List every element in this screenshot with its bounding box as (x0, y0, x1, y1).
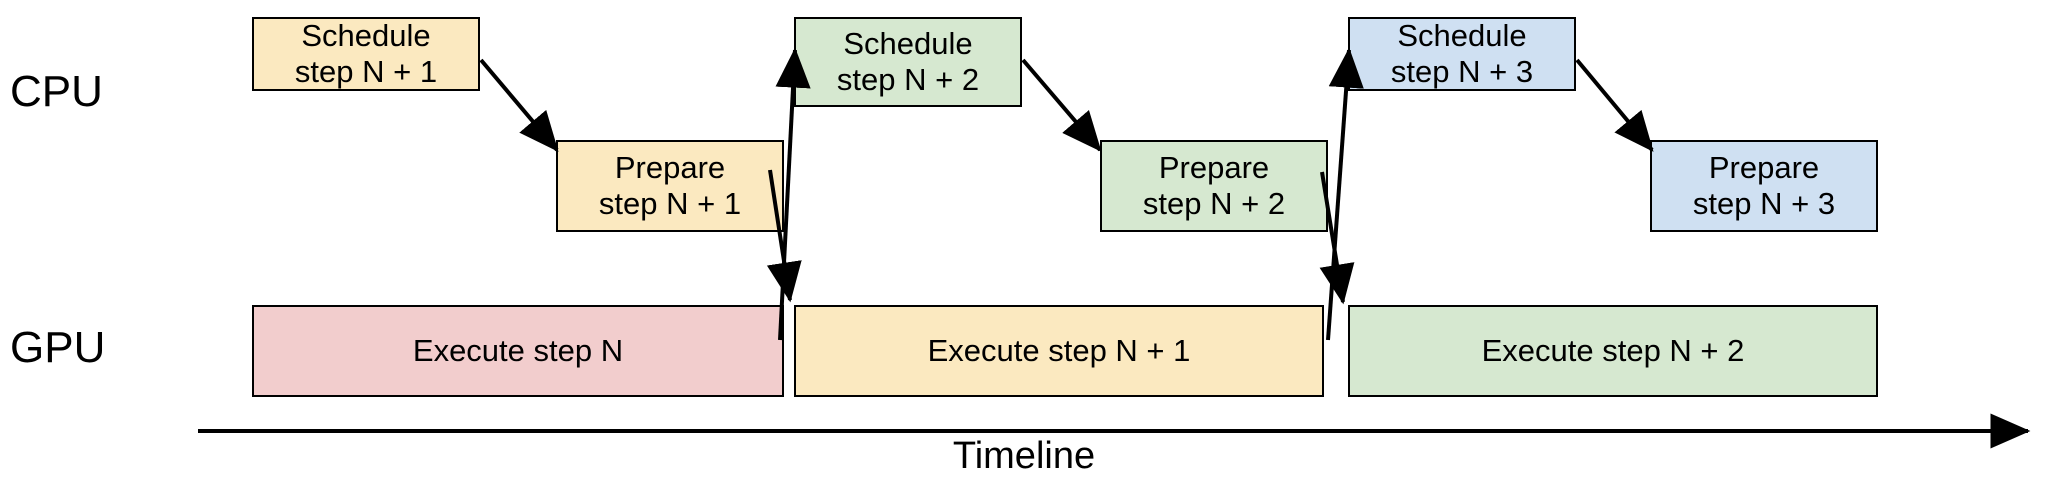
timeline-axis-label: Timeline (0, 434, 2048, 480)
arrow-schedule-n3-to-prepare-n3 (1575, 58, 1654, 152)
box-line-1: Prepare (1158, 150, 1270, 185)
cpu-box-prepare-step-n-plus-1: Prepare step N + 1 (556, 140, 784, 232)
box-line-1: Schedule (1397, 18, 1527, 53)
box-line-2: step N + 3 (1692, 186, 1836, 221)
box-line-2: step N + 3 (1390, 54, 1534, 89)
row-label-cpu: CPU (10, 67, 103, 116)
bar-label: Execute step N + 1 (927, 333, 1191, 368)
box-line-1: Prepare (614, 150, 726, 185)
box-line-1: Schedule (843, 26, 973, 61)
cpu-box-schedule-step-n-plus-3: Schedule step N + 3 (1348, 17, 1576, 91)
cpu-box-prepare-step-n-plus-2: Prepare step N + 2 (1100, 140, 1328, 232)
gpu-bar-execute-step-n: Execute step N (252, 305, 784, 397)
box-line-1: Prepare (1708, 150, 1820, 185)
box-line-2: step N + 1 (598, 186, 742, 221)
cpu-box-schedule-step-n-plus-2: Schedule step N + 2 (794, 17, 1022, 107)
box-line-2: step N + 2 (836, 62, 980, 97)
gpu-bar-execute-step-n-plus-1: Execute step N + 1 (794, 305, 1324, 397)
bar-label: Execute step N + 2 (1481, 333, 1745, 368)
arrow-schedule-n1-to-prepare-n1 (479, 58, 559, 152)
box-line-1: Schedule (301, 18, 431, 53)
timeline-axis-label-text: Timeline (952, 435, 1096, 477)
arrow-gpu-exec-n1-to-schedule-n3 (1326, 47, 1364, 341)
box-line-2: step N + 1 (294, 54, 438, 89)
row-label-gpu: GPU (10, 323, 106, 372)
bar-label: Execute step N (412, 333, 624, 368)
cpu-box-schedule-step-n-plus-1: Schedule step N + 1 (252, 17, 480, 91)
arrow-schedule-n2-to-prepare-n2 (1021, 58, 1102, 152)
cpu-box-prepare-step-n-plus-3: Prepare step N + 3 (1650, 140, 1878, 232)
box-line-2: step N + 2 (1142, 186, 1286, 221)
gpu-bar-execute-step-n-plus-2: Execute step N + 2 (1348, 305, 1878, 397)
